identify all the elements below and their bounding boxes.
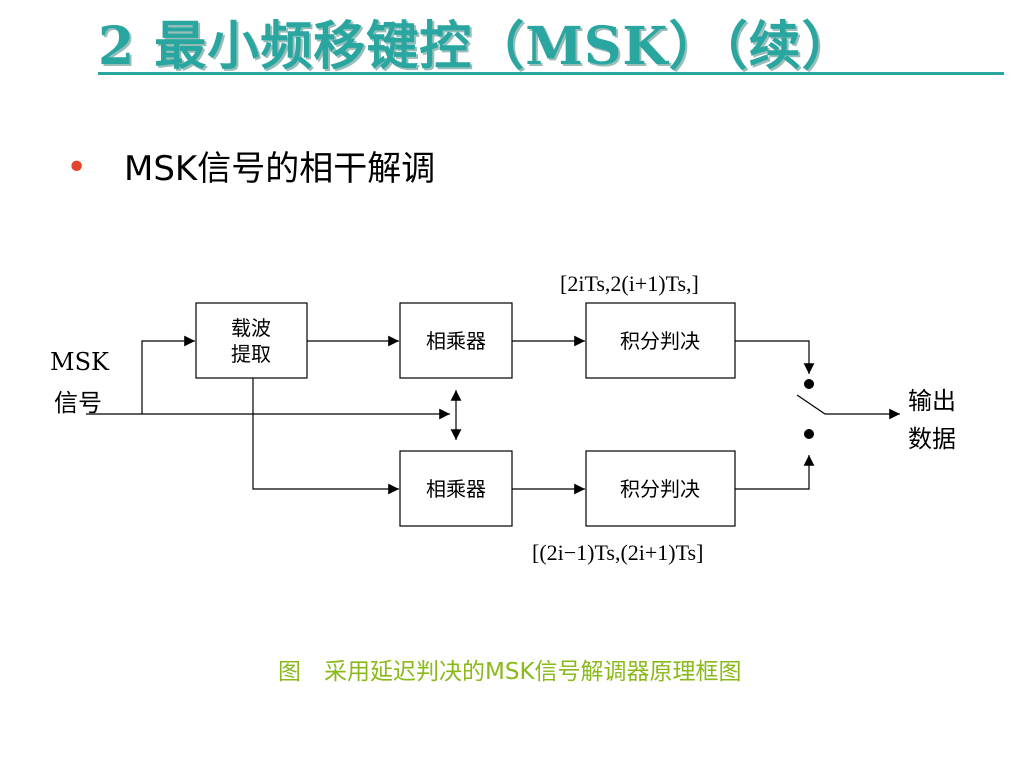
bottom-int-to-switch-line bbox=[735, 455, 815, 490]
integrator-bottom-label: 积分判决 bbox=[620, 477, 700, 501]
carrier-block-label-1: 载波 bbox=[231, 316, 271, 340]
input-label-signal: 信号 bbox=[54, 389, 102, 417]
input-to-carrier-line bbox=[141, 335, 195, 414]
figure-caption: 图 采用延迟判决的MSK信号解调器原理框图 bbox=[278, 659, 742, 685]
integrator-block-top bbox=[585, 302, 736, 379]
interval-top-label: [2iTs,2(i+1)Ts,] bbox=[560, 271, 699, 296]
top-int-to-switch-line bbox=[735, 340, 815, 374]
carrier-block-label-2: 提取 bbox=[231, 342, 271, 366]
slide-title: 2 最小频移键控（MSK）（续） bbox=[98, 16, 855, 77]
output-label-1: 输出 bbox=[908, 387, 956, 415]
switch-contact-top bbox=[804, 379, 814, 389]
carrier-extraction-block bbox=[195, 302, 308, 379]
integrator-top-label: 积分判决 bbox=[620, 329, 700, 353]
multiplier-bottom-label: 相乘器 bbox=[426, 477, 486, 501]
multiplier-top-label: 相乘器 bbox=[426, 329, 486, 353]
carrier-to-bottom-mult-line bbox=[252, 378, 399, 495]
switch-arm bbox=[796, 394, 900, 420]
multiplier-block-bottom bbox=[399, 450, 513, 527]
input-label-msk: MSK bbox=[50, 348, 110, 376]
title-underline bbox=[98, 72, 1004, 75]
integrator-block-bottom bbox=[585, 450, 736, 527]
output-label-2: 数据 bbox=[908, 425, 956, 453]
interval-bottom-label: [(2i−1)Ts,(2i+1)Ts] bbox=[532, 540, 703, 565]
bullet-dot-icon: • bbox=[66, 147, 88, 188]
multiplier-block-top bbox=[399, 302, 513, 379]
switch-contact-bottom bbox=[804, 429, 814, 439]
bullet-text: MSK信号的相干解调 bbox=[124, 149, 436, 189]
